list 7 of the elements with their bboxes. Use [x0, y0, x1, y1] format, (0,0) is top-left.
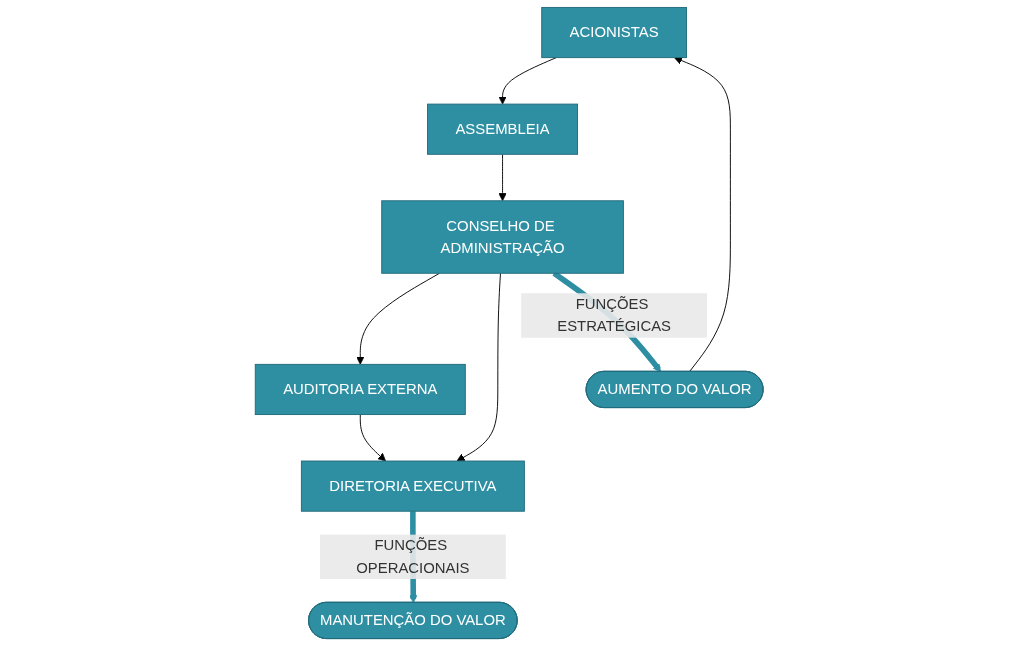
node-box: ACIONISTAS [541, 6, 688, 59]
node-box: CONSELHO DE ADMINISTRAÇÃO [381, 200, 625, 274]
edge-label: FUNÇÕES ESTRATÉGICAS [557, 295, 672, 335]
edge-label: FUNÇÕES OPERACIONAIS [356, 537, 470, 576]
node-box: ASSEMBLEIA [427, 103, 579, 155]
node-box: DIRETORIA EXECUTIVA [301, 460, 526, 512]
node-box: AUDITORIA EXTERNA [255, 363, 467, 416]
